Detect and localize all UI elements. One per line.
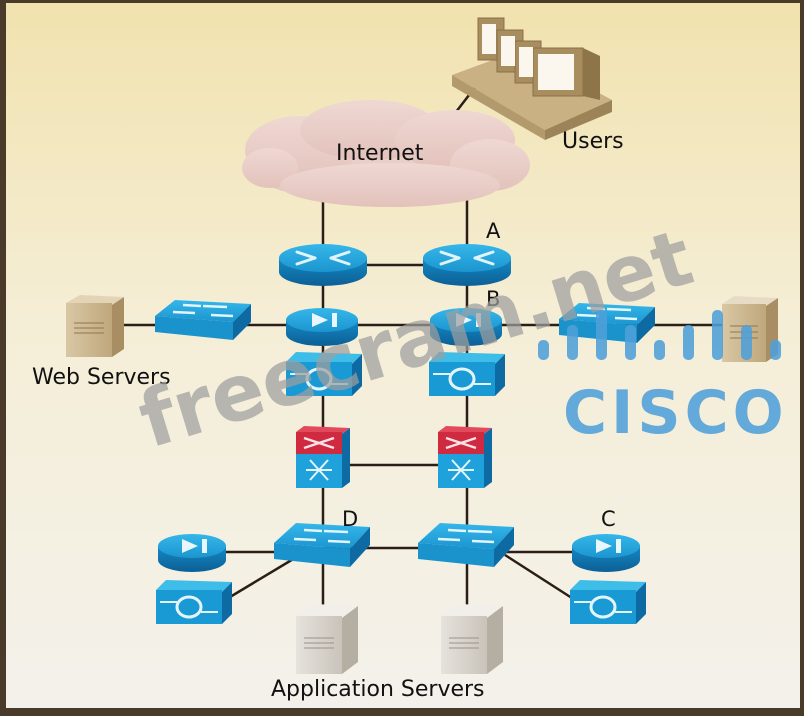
access-switch-left-icon: [274, 523, 370, 567]
point-c-label: C: [601, 507, 616, 531]
app-server-right-icon: [441, 604, 503, 674]
router-left-icon: [279, 244, 367, 286]
multilayer-switch-right-icon: [438, 426, 492, 488]
users-label: Users: [562, 129, 624, 154]
application-servers-label: Application Servers: [271, 677, 485, 702]
firewall-bottom-right-icon: [570, 580, 646, 624]
load-balancer-right-icon: [430, 308, 502, 346]
access-switch-right-icon: [418, 523, 514, 567]
load-balancer-bottom-right-icon: [572, 534, 640, 572]
multilayer-switch-left-icon: [296, 426, 350, 488]
load-balancer-left-icon: [286, 308, 358, 346]
internet-label: Internet: [336, 141, 424, 166]
cisco-watermark: CISCO: [563, 378, 788, 448]
firewall-bottom-left-icon: [156, 580, 232, 624]
web-server-icon: [66, 295, 124, 357]
firewall-right-icon: [429, 352, 505, 396]
link-access-fw-bottom-left: [224, 553, 301, 602]
web-servers-label: Web Servers: [32, 365, 171, 390]
router-right-icon: [423, 244, 511, 286]
firewall-left-icon: [286, 352, 362, 396]
link-access-fw-bottom-right: [504, 553, 576, 602]
point-d-label: D: [342, 507, 358, 531]
cisco-logo-bars-icon: [538, 310, 781, 360]
switch-web-icon: [155, 300, 251, 340]
internet-cloud-icon: [242, 100, 530, 207]
switch-right-icon: [559, 303, 655, 343]
load-balancer-bottom-left-icon: [158, 534, 226, 572]
point-a-label: A: [486, 219, 501, 243]
app-server-left-icon: [296, 604, 358, 674]
users-workstations-icon: [452, 17, 612, 140]
point-b-label: B: [486, 287, 500, 311]
